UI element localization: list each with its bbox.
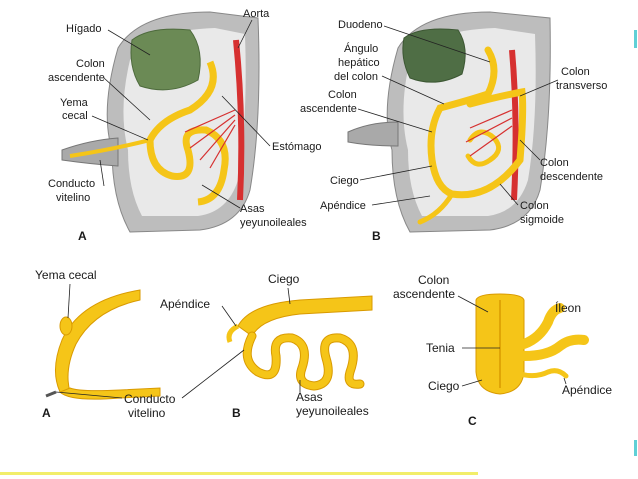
bottom-diagram-c — [475, 293, 589, 395]
gut-lower-limb — [59, 387, 161, 400]
aorta — [233, 39, 245, 201]
intestine-loops-b — [417, 46, 527, 225]
label-yema-cecal-2: cecal — [62, 110, 88, 122]
cecum-colon — [237, 295, 373, 337]
label-angulo-1: Ángulo — [344, 42, 378, 55]
label-colon-descendente-2: descendente — [540, 171, 603, 183]
label-conducto-bottom-1: Conducto — [124, 392, 176, 406]
ileum-2 — [519, 334, 589, 361]
label-ciego-c: Ciego — [428, 379, 460, 393]
mesenteric-vessels-b — [465, 109, 513, 157]
label-colon-ascendente-1-b: Colon — [328, 89, 357, 101]
label-asas-bottom-2: yeyunoileales — [296, 404, 369, 418]
label-estomago: Estómago — [272, 141, 322, 153]
label-asas-bottom-1: Asas — [296, 390, 323, 404]
label-angulo-2: hepático — [338, 57, 380, 69]
label-apendice-c: Apéndice — [562, 383, 612, 397]
cecal-bud — [59, 316, 73, 336]
label-colon-c-1: Colon — [418, 273, 449, 287]
label-colon-ascendente-1: Colon — [76, 58, 105, 70]
label-conducto-bottom-2: vitelino — [128, 406, 166, 420]
label-conducto-1: Conducto — [48, 178, 95, 190]
label-colon-ascendente-2-b: ascendente — [300, 103, 357, 115]
label-colon-ascendente-2: ascendente — [48, 72, 105, 84]
label-ciego: Ciego — [330, 175, 359, 187]
appendix-c — [517, 368, 569, 379]
label-apendice-bottom: Apéndice — [160, 297, 210, 311]
cecal-bud-gut — [55, 289, 141, 393]
aorta — [509, 49, 519, 201]
labels-bottom-c: Colon ascendente Íleon Tenia Ciego Apénd… — [393, 273, 612, 428]
footer-accent-line — [0, 472, 478, 475]
labels-top-left: Hígado Aorta Colon ascendente Yema cecal… — [48, 8, 322, 243]
jejunoileal-loops — [242, 331, 365, 391]
liver — [130, 28, 201, 91]
labels-bottom-a: Yema cecal Conducto vitelino A — [35, 268, 176, 420]
umbilical-stalk — [347, 121, 399, 147]
mesenteric-vessels-a — [184, 109, 236, 169]
bottom-diagram-b — [226, 295, 373, 391]
appendix — [226, 323, 240, 343]
ileum — [519, 303, 565, 349]
liver — [402, 28, 466, 83]
label-conducto-2: vitelino — [56, 192, 90, 204]
label-yema-cecal-bottom: Yema cecal — [35, 268, 97, 282]
label-colon-transverso-2: transverso — [556, 80, 607, 92]
panel-letter-bottom-b: B — [232, 406, 241, 420]
label-duodeno: Duodeno — [338, 19, 383, 31]
panel-letter-top-a: A — [78, 229, 87, 243]
edge-mark-bottom — [634, 440, 637, 456]
label-yema-cecal-1: Yema — [60, 97, 89, 109]
label-aorta: Aorta — [243, 8, 270, 20]
labels-bottom-b: Ciego Apéndice Asas yeyunoileales B — [160, 272, 369, 420]
label-colon-transverso-1: Colon — [561, 66, 590, 78]
vitelline-duct-stub — [45, 390, 57, 398]
label-ileon: Íleon — [555, 300, 581, 315]
label-colon-descendente-1: Colon — [540, 157, 569, 169]
panel-letter-bottom-c: C — [468, 414, 477, 428]
label-asas-2: yeyunoileales — [240, 217, 307, 229]
embryo-diagram-b — [347, 11, 551, 233]
panel-letter-bottom-a: A — [42, 406, 51, 420]
label-apendice: Apéndice — [320, 200, 366, 212]
label-asas-1: Asas — [240, 203, 265, 215]
edge-mark-top — [634, 30, 637, 48]
labels-top-right: Duodeno Ángulo hepático del colon Colon … — [300, 19, 607, 243]
label-angulo-3: del colon — [334, 71, 378, 83]
label-tenia: Tenia — [426, 341, 455, 355]
panel-letter-top-b: B — [372, 229, 381, 243]
label-higado: Hígado — [66, 23, 101, 35]
label-ciego-bottom: Ciego — [268, 272, 300, 286]
embryo-diagram-a — [61, 11, 260, 233]
label-colon-sigmoide-2: sigmoide — [520, 214, 564, 226]
label-colon-sigmoide-1: Colon — [520, 200, 549, 212]
intestine-loops-a — [69, 60, 229, 206]
label-colon-c-2: ascendente — [393, 287, 455, 301]
bottom-diagram-a — [45, 289, 161, 400]
